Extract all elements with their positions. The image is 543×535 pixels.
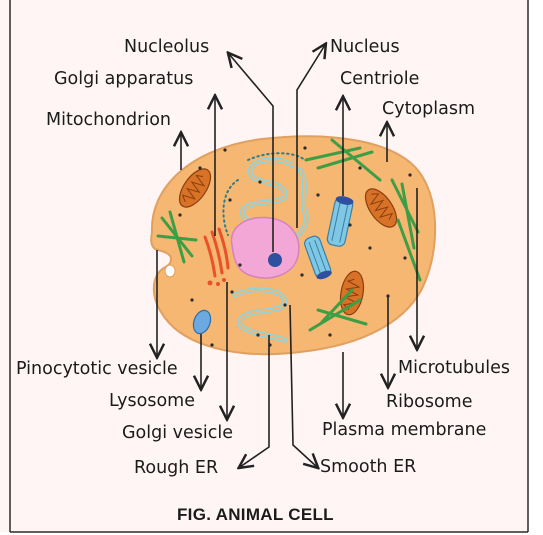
pinocytotic-vesicle-shape	[165, 265, 175, 277]
label-golgi-apparatus: Golgi apparatus	[54, 68, 193, 90]
label-plasma-membrane: Plasma membrane	[322, 419, 486, 441]
label-nucleolus: Nucleolus	[124, 36, 209, 58]
label-cytoplasm: Cytoplasm	[382, 98, 475, 120]
figure-caption: FIG. ANIMAL CELL	[177, 505, 334, 525]
label-ribosome: Ribosome	[386, 391, 472, 413]
label-smooth-er: Smooth ER	[320, 456, 416, 478]
label-microtubules: Microtubules	[398, 357, 510, 379]
nucleus-shape	[232, 217, 299, 277]
label-mitochondrion: Mitochondrion	[46, 109, 171, 131]
label-lysosome: Lysosome	[109, 390, 195, 412]
label-golgi-vesicle: Golgi vesicle	[122, 422, 233, 444]
label-nucleus: Nucleus	[330, 36, 400, 58]
nucleus-group	[232, 217, 299, 277]
label-pinocytotic-vesicle: Pinocytotic vesicle	[16, 358, 178, 380]
label-rough-er: Rough ER	[134, 457, 218, 479]
label-centriole: Centriole	[340, 68, 419, 90]
nucleolus-shape	[268, 253, 282, 267]
